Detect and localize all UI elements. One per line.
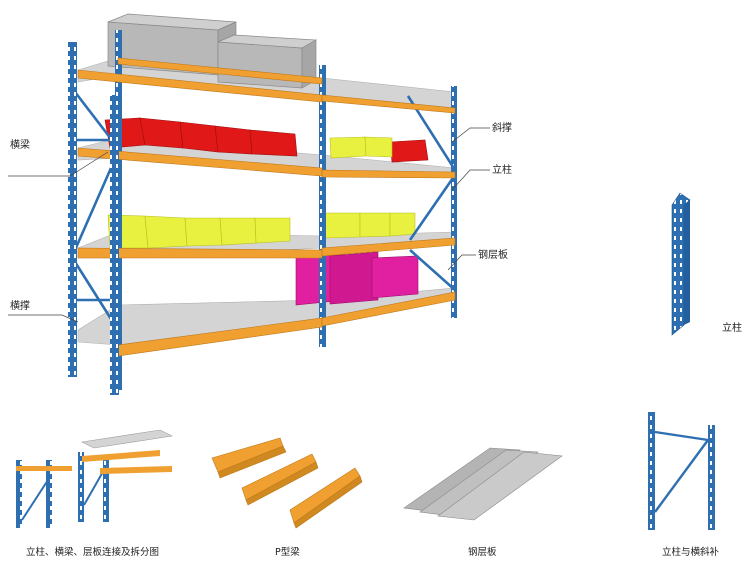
label-upright: 立柱 (492, 163, 512, 176)
callout-lines (8, 127, 490, 323)
single-upright (671, 192, 691, 336)
label-diagonal-brace: 斜撑 (492, 121, 512, 134)
steel-panels (403, 447, 563, 521)
upright-frame (648, 412, 715, 530)
gray-crates (107, 13, 318, 89)
label-steel-panel: 钢层板 (478, 248, 508, 261)
main-rack (68, 13, 457, 395)
label-upright-side: 立柱 (722, 321, 742, 334)
shelf-panels (77, 57, 456, 346)
label-cross-brace: 横撑 (10, 299, 30, 312)
magenta-boxes (295, 251, 419, 306)
caption-steel-panel: 钢层板 (468, 546, 497, 558)
caption-p-beam: P型梁 (275, 546, 300, 558)
label-beam: 横梁 (10, 138, 30, 151)
caption-exploded: 立柱、横梁、层板连接及拆分图 (26, 546, 159, 558)
caption-frame: 立柱与横斜补 (662, 546, 720, 558)
front-uprights (68, 42, 119, 395)
exploded-view (16, 429, 173, 528)
p-beams (211, 437, 363, 529)
orange-beams (77, 57, 456, 357)
